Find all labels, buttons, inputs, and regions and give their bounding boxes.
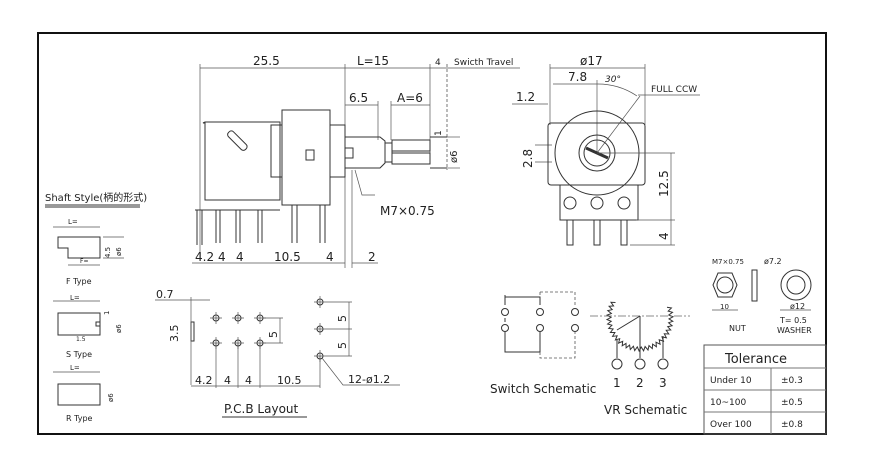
vr-schematic: 1 2 3 VR Schematic <box>590 301 690 417</box>
f-type-label: F Type <box>66 277 92 286</box>
pcb-switch-pitch-dim: 5 <box>336 315 349 322</box>
r-type-l-label: L= <box>70 364 80 372</box>
washer-outer-dim: ø12 <box>790 302 805 311</box>
pcb-hole-crosshair <box>314 323 326 335</box>
r-type-label: R Type <box>66 414 93 423</box>
pcb-hole-crosshair <box>210 312 222 324</box>
drawing-frame <box>37 32 827 435</box>
vr-pin-label: 3 <box>659 376 667 390</box>
front-view: ø17 7.8 30° FULL CCW 1.2 2.8 12.5 4 <box>512 54 700 246</box>
full-ccw-label: FULL CCW <box>651 85 697 95</box>
s-type-slot-dim: 1 <box>103 311 111 315</box>
switch-schematic-title: Switch Schematic <box>490 382 596 396</box>
f-type-shaft: L= F= 4.5 ø6 F Type <box>53 218 124 286</box>
pcb-hole-crosshair <box>314 296 326 308</box>
pcb-layout: 0.7 3.5 5 5 5 4.2 4 4 10.5 12-ø1.2 P.C.B… <box>155 288 400 418</box>
tolerance-value: ±0.3 <box>781 376 803 386</box>
resistor-arc <box>605 301 675 353</box>
vr-pin-label: 2 <box>636 376 644 390</box>
pcb-pitch-dim: 4.2 <box>195 374 213 387</box>
f-type-flat-dim: 4.5 <box>104 247 112 258</box>
s-type-depth-dim: 1.5 <box>76 336 86 343</box>
pcb-hole-spec: 12-ø1.2 <box>348 373 390 386</box>
pin-pitch-dim: 4.2 <box>195 250 214 264</box>
shaft-diameter-dim: ø6 <box>449 151 460 163</box>
shaft-length-dim: L=15 <box>357 54 389 68</box>
pin-pitch-dim: 10.5 <box>274 250 301 264</box>
r-type-shaft: L= ø6 R Type <box>53 364 115 423</box>
tolerance-range: Over 100 <box>710 420 752 430</box>
s-type-shaft: L= 1 ø6 1.5 S Type <box>53 294 123 359</box>
shaft-slot-dim: 1 <box>434 130 444 136</box>
pcb-hole-crosshair <box>232 312 244 324</box>
washer-inner-dim: ø7.2 <box>764 257 782 266</box>
pcb-pitch-dim: 4 <box>245 374 252 387</box>
body-length-dim: 25.5 <box>253 54 280 68</box>
shaft-style-section: Shaft Style(柄的形式) L= F= 4.5 ø6 F Type L=… <box>45 191 147 423</box>
terminal-lugs <box>563 196 631 246</box>
washer-label: WASHER <box>777 326 812 335</box>
nut-drawing: M7×0.75 10 NUT <box>712 258 758 333</box>
body-diameter-dim: ø17 <box>580 54 603 68</box>
switch-travel-dim: 4 <box>435 58 441 68</box>
tab-height-dim: 2.8 <box>521 149 535 168</box>
nut-label: NUT <box>729 324 746 333</box>
pin-pitch-dim: 2 <box>368 250 376 264</box>
height-dim: 12.5 <box>657 170 671 197</box>
pcb-switch-pitch-dim: 5 <box>336 342 349 349</box>
tolerance-range: 10~100 <box>710 398 746 408</box>
tolerance-table: Tolerance Under 10 ±0.3 10~100 ±0.5 Over… <box>703 344 827 435</box>
rotation-angle-dim: 30° <box>605 75 621 85</box>
r-type-dia-dim: ø6 <box>107 393 115 402</box>
pcb-tab-height-dim: 3.5 <box>168 325 181 343</box>
pin-length-dim: 4 <box>657 232 671 240</box>
washer-drawing: ø7.2 ø12 T= 0.5 WASHER <box>764 257 812 335</box>
knurl-length-dim: A=6 <box>397 91 423 105</box>
bushing-length-dim: 6.5 <box>349 91 368 105</box>
switch-schematic: Switch Schematic <box>490 291 596 396</box>
side-view: 25.5 L=15 4 Swicth Travel 6.5 A=6 1 ø6 M… <box>192 54 520 268</box>
switch-travel-label: Swicth Travel <box>454 58 513 68</box>
pcb-layout-title: P.C.B Layout <box>224 402 299 416</box>
vr-schematic-title: VR Schematic <box>604 403 687 417</box>
nut-width-dim: 10 <box>720 303 729 311</box>
shaft-style-title: Shaft Style(柄的形式) <box>45 191 147 204</box>
s-type-dia-dim: ø6 <box>115 324 123 333</box>
pcb-pitch-dim: 10.5 <box>277 374 302 387</box>
pcb-row-pitch-dim: 5 <box>267 331 280 338</box>
f-type-f-label: F= <box>80 258 88 265</box>
vr-pin-label: 1 <box>613 376 621 390</box>
shaft-offset-dim: 7.8 <box>568 70 587 84</box>
pin-pitch-dim: 4 <box>236 250 244 264</box>
f-type-dia-dim: ø6 <box>115 247 123 256</box>
pin-pitch-dim: 4 <box>218 250 226 264</box>
pcb-tab-width-dim: 0.7 <box>156 288 174 301</box>
edge-offset-dim: 1.2 <box>516 90 535 104</box>
tolerance-value: ±0.8 <box>781 420 803 430</box>
f-type-l-label: L= <box>68 218 78 226</box>
nut-thread-label: M7×0.75 <box>712 258 744 266</box>
s-type-label: S Type <box>66 350 92 359</box>
tolerance-range: Under 10 <box>710 376 752 386</box>
washer-thickness-dim: T= 0.5 <box>779 316 807 325</box>
tolerance-value: ±0.5 <box>781 398 803 408</box>
pcb-pitch-dim: 4 <box>224 374 231 387</box>
tolerance-title: Tolerance <box>724 352 787 367</box>
s-type-l-label: L= <box>70 294 80 302</box>
pin-pitch-dim: 4 <box>326 250 334 264</box>
thread-spec-label: M7×0.75 <box>380 204 435 218</box>
